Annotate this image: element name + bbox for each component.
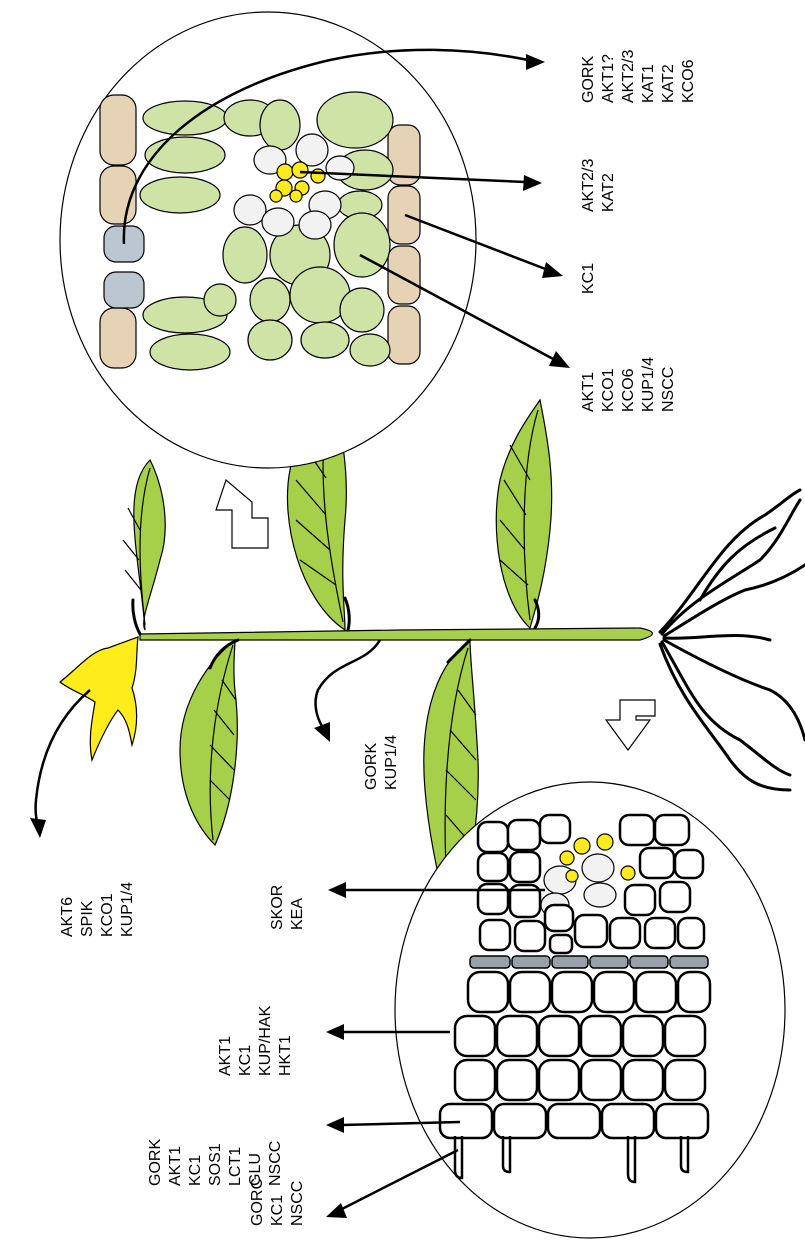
leaf-upper-1	[123, 460, 165, 630]
label-leaf-guard-3: AKT2/3	[620, 50, 637, 103]
label-stem: GORK KUP1/4	[363, 735, 400, 790]
label-root-epidermis-7: NSCC	[267, 1141, 284, 1186]
flower	[60, 637, 138, 760]
label-root-hair-3: NSCC	[289, 1181, 306, 1226]
label-root-stele-1: SKOR	[269, 885, 286, 930]
label-root-epidermis-2: AKT1	[167, 1146, 184, 1186]
label-root-stele: SKOR KEA	[269, 885, 306, 930]
root-system	[660, 490, 805, 790]
label-root-cortex: AKT1 KC1 KUP/HAK HKT1	[217, 1005, 294, 1076]
label-root-epidermis-3: KC1	[187, 1155, 204, 1186]
label-root-epidermis-5: LCT1	[227, 1147, 244, 1186]
root-epidermis-cells	[440, 1104, 708, 1138]
label-leaf-guard-4: KAT1	[640, 64, 657, 103]
label-root-cortex-4: HKT1	[277, 1035, 294, 1076]
label-leaf-vein-1: AKT2/3	[580, 159, 597, 212]
root-cross-section	[395, 782, 785, 1238]
label-flower-2: SPIK	[79, 900, 96, 937]
label-flower-4: KUP1/4	[119, 882, 136, 937]
label-flower-3: KCO1	[99, 893, 116, 937]
label-leaf-vein-2: KAT2	[600, 173, 617, 212]
label-leaf-guard-5: KAT2	[660, 64, 677, 103]
leaf-upper-3	[496, 400, 551, 628]
label-leaf-guard-6: KCO6	[680, 59, 697, 103]
label-leaf-guard-2: AKT1?	[600, 54, 617, 103]
label-leaf-epidermis: KC1	[580, 263, 597, 294]
label-root-stele-2: KEA	[289, 898, 306, 930]
label-leaf-mesophyll: AKT1 KCO1 KCO6 KUP1/4 NSCC	[580, 357, 677, 412]
label-flower-1: AKT6	[59, 897, 76, 937]
label-root-cortex-2: KC1	[237, 1045, 254, 1076]
label-root-hair-2: KC1	[269, 1195, 286, 1226]
leaf-lower-1	[180, 640, 237, 845]
stem	[140, 628, 653, 640]
label-leaf-mesophyll-4: KUP1/4	[640, 357, 657, 412]
label-leaf-guard: GORK AKT1? AKT2/3 KAT1 KAT2 KCO6	[580, 50, 697, 103]
label-leaf-guard-1: GORK	[580, 56, 597, 103]
hollow-arrow-up	[216, 480, 268, 548]
label-leaf-mesophyll-5: NSCC	[660, 367, 677, 412]
label-leaf-epidermis-1: KC1	[580, 263, 597, 294]
label-root-hair-1: GORC	[249, 1178, 266, 1226]
hollow-arrow-down	[606, 700, 655, 750]
label-root-epidermis-1: GORK	[147, 1139, 164, 1186]
label-leaf-mesophyll-1: AKT1	[580, 372, 597, 412]
leaf-cross-section	[60, 12, 476, 468]
label-leaf-mesophyll-3: KCO6	[620, 368, 637, 412]
label-flower: AKT6 SPIK KCO1 KUP1/4	[59, 882, 136, 937]
label-leaf-vein: AKT2/3 KAT2	[580, 159, 617, 212]
label-stem-1: GORK	[363, 743, 380, 790]
label-root-cortex-3: KUP/HAK	[257, 1005, 274, 1076]
root-cortex-cells	[455, 972, 710, 1100]
label-stem-2: KUP1/4	[383, 735, 400, 790]
label-root-epidermis-4: SOS1	[207, 1143, 224, 1186]
label-leaf-mesophyll-2: KCO1	[600, 368, 617, 412]
label-root-cortex-1: AKT1	[217, 1036, 234, 1076]
